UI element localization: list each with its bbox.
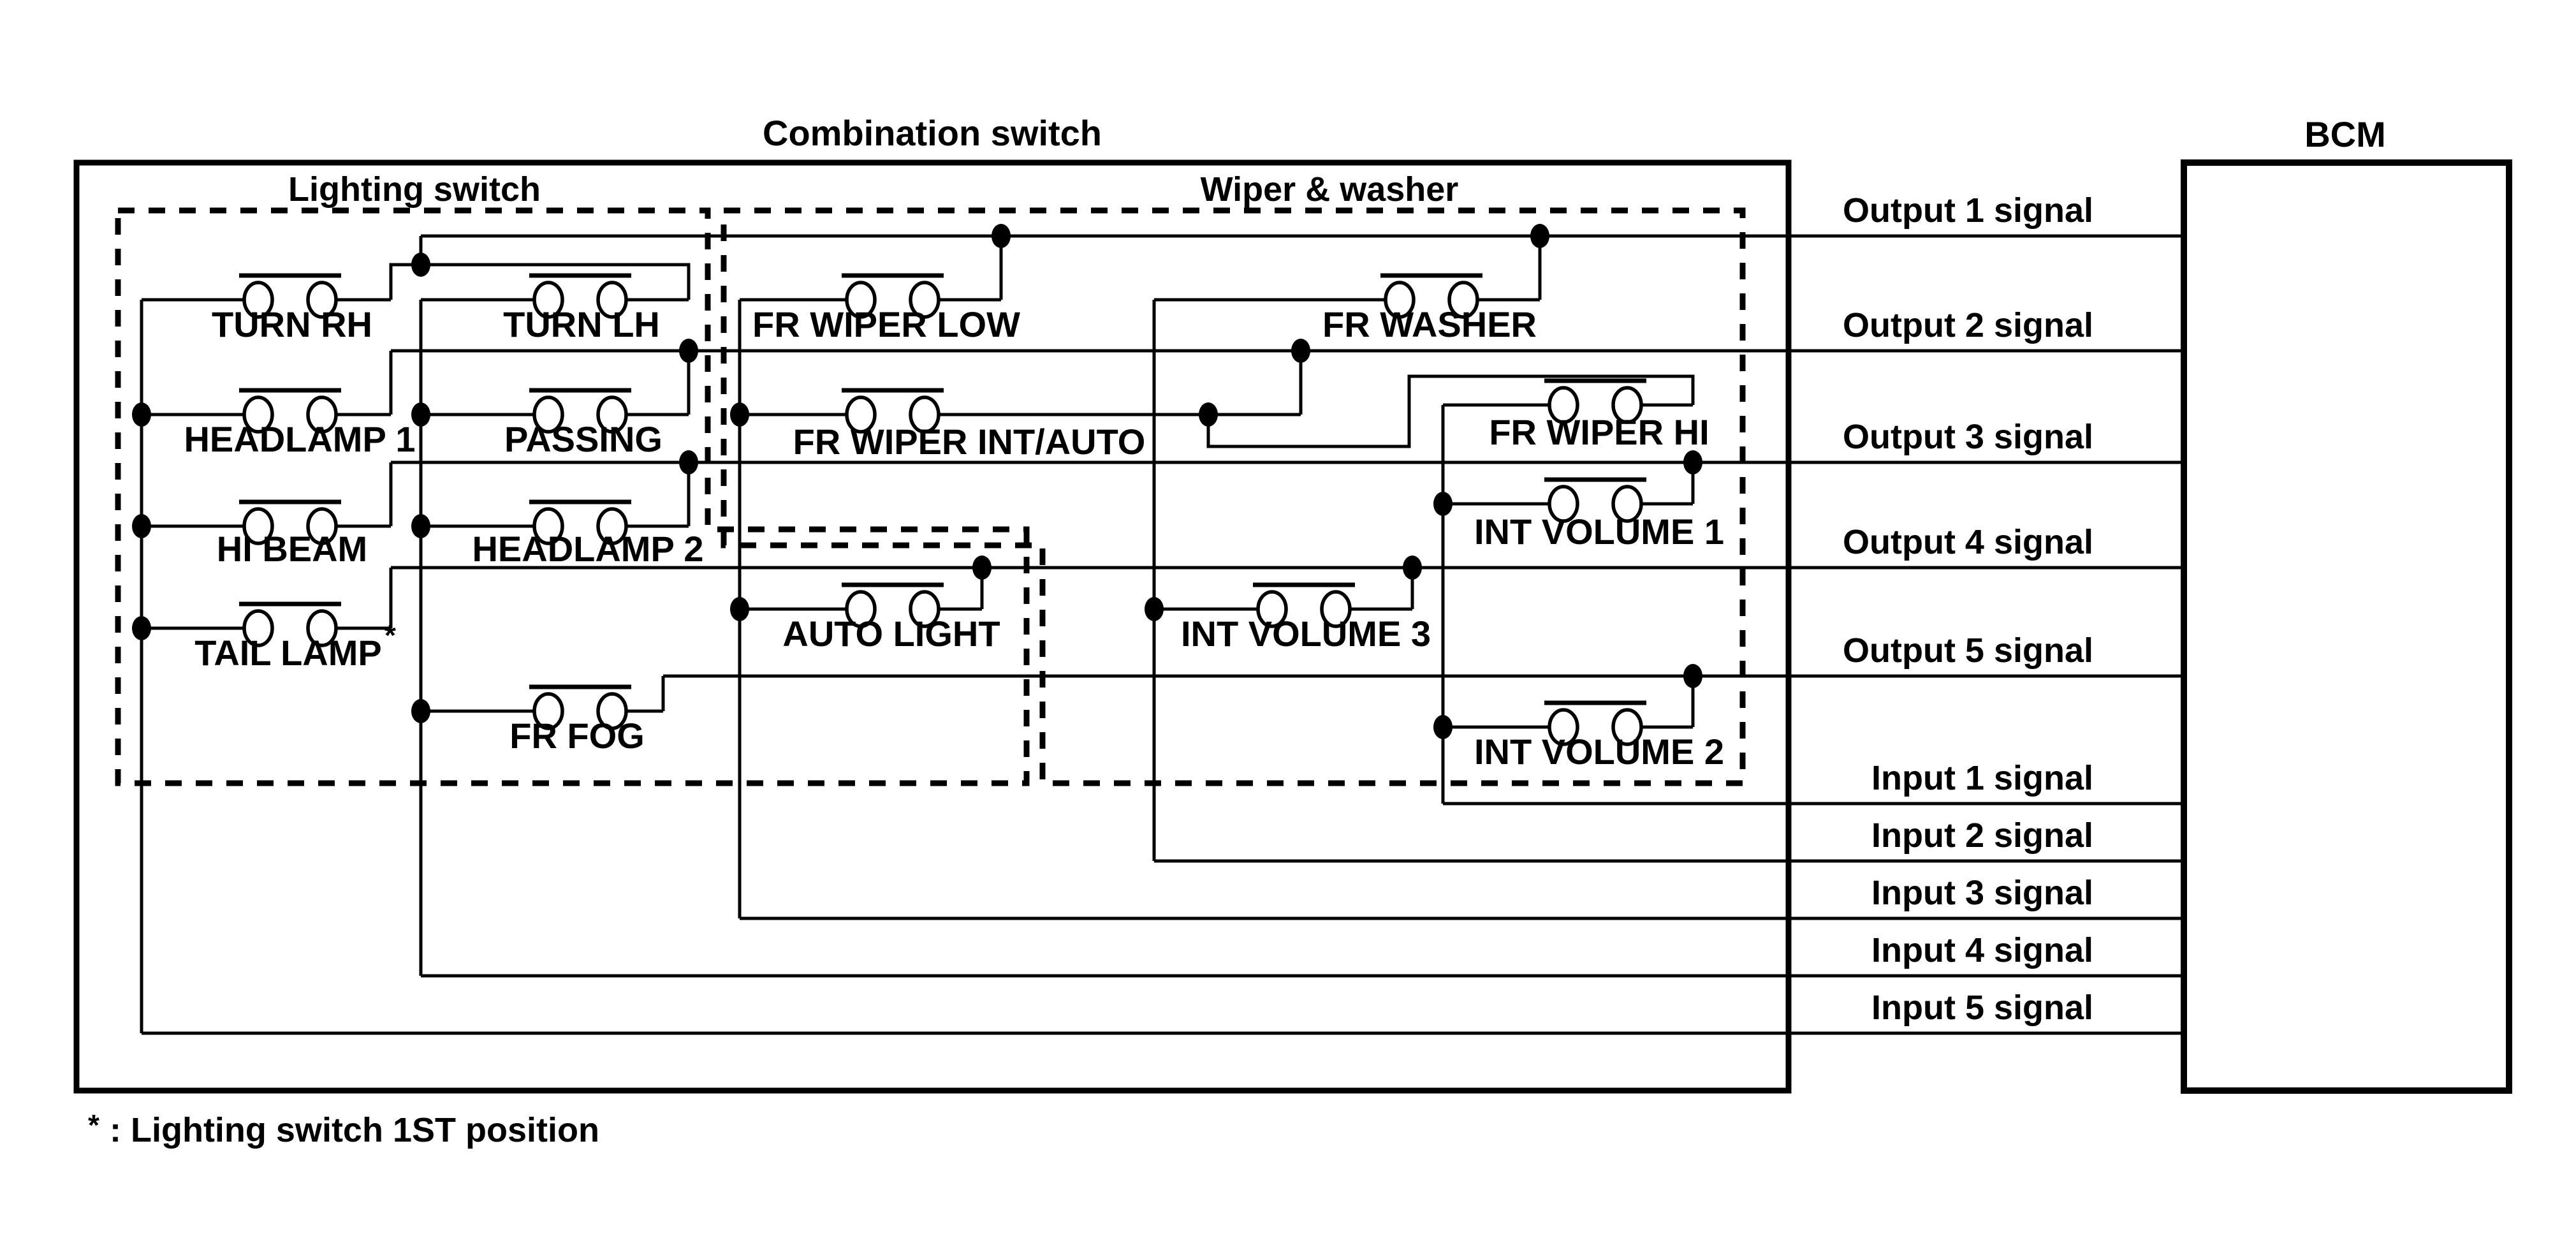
junction-dot	[132, 402, 151, 427]
wiper-washer-region-label: Wiper & washer	[1201, 170, 1459, 209]
lighting-switch-dashed-region	[115, 207, 1030, 786]
junction-dot	[1145, 597, 1164, 621]
fr-wiper-int-auto-leads	[740, 351, 1303, 416]
signal-label-output-5: Output 5 signal	[1843, 631, 2093, 670]
signal-label-input-5: Input 5 signal	[1871, 989, 2093, 1027]
junction-dot	[1433, 492, 1453, 516]
junction-dot	[1403, 555, 1422, 580]
bcm-title: BCM	[2304, 114, 2386, 154]
switch-label-passing: PASSING	[504, 419, 662, 459]
combination-switch-box	[73, 159, 1792, 1094]
junction-dot	[730, 402, 749, 427]
junction-dot	[411, 402, 430, 427]
page-title: Combination switch	[763, 113, 1102, 153]
lighting-switch-region-label: Lighting switch	[288, 170, 541, 209]
junction-dot	[992, 224, 1011, 248]
signal-label-output-4: Output 4 signal	[1843, 523, 2093, 561]
signal-label-output-2: Output 2 signal	[1843, 306, 2093, 344]
signal-label-input-4: Input 4 signal	[1871, 931, 2093, 969]
switch-label-fr-washer: FR WASHER	[1322, 304, 1537, 344]
junction-dot	[730, 597, 749, 621]
footnote-text: : Lighting switch 1ST position	[110, 1111, 599, 1149]
signal-label-output-1: Output 1 signal	[1843, 191, 2093, 230]
switch-label-fr-fog: FR FOG	[509, 716, 645, 756]
int-auto-to-wiper-hi-link	[1206, 374, 1695, 448]
signal-label-input-1: Input 1 signal	[1871, 759, 2093, 797]
junction-dot	[1683, 664, 1702, 688]
junction-dot	[679, 450, 698, 475]
switch-label-int-volume-2: INT VOLUME 2	[1474, 732, 1724, 772]
junction-dot	[1433, 715, 1453, 739]
switch-label-auto-light: AUTO LIGHT	[782, 614, 1000, 654]
switch-label-turn-lh: TURN LH	[503, 304, 660, 344]
wiper-washer-dashed-region	[721, 207, 1746, 786]
hi-beam-leads	[142, 462, 393, 528]
signal-label-output-3: Output 3 signal	[1843, 418, 2093, 456]
junction-dot	[1683, 450, 1702, 475]
signal-label-input-2: Input 2 signal	[1871, 816, 2093, 855]
tail-lamp-leads	[142, 568, 393, 630]
switch-label-fr-wiper-hi: FR WIPER HI	[1489, 412, 1709, 452]
switch-label-hi-beam: HI BEAM	[217, 529, 367, 569]
switch-label-tail-lamp: TAIL LAMP	[194, 633, 381, 673]
junction-dot	[1530, 224, 1549, 248]
tail-lamp-asterisk: *	[384, 619, 396, 652]
junction-dot	[132, 514, 151, 538]
switch-label-headlamp-1: HEADLAMP 1	[184, 419, 415, 459]
switch-label-int-volume-1: INT VOLUME 1	[1474, 511, 1724, 552]
junction-dot	[972, 555, 992, 580]
switch-label-int-volume-3: INT VOLUME 3	[1181, 614, 1431, 654]
junction-dot	[411, 253, 430, 277]
switch-label-headlamp-2: HEADLAMP 2	[472, 529, 703, 569]
junction-dots-layer	[132, 224, 1702, 739]
junction-dot	[411, 514, 430, 538]
signal-label-input-3: Input 3 signal	[1871, 874, 2093, 912]
fr-fog-leads	[421, 676, 665, 713]
junction-dot	[132, 616, 151, 640]
footnote-star: *	[88, 1108, 99, 1142]
labels-layer: Combination switch BCM Lighting switch W…	[88, 113, 2386, 1149]
junction-dot	[679, 339, 698, 363]
switch-label-fr-wiper-int-auto: FR WIPER INT/AUTO	[793, 422, 1146, 462]
switch-label-fr-wiper-low: FR WIPER LOW	[752, 304, 1020, 344]
switch-label-turn-rh: TURN RH	[212, 304, 372, 344]
junction-dot	[1199, 402, 1218, 427]
headlamp-1-leads	[142, 351, 393, 416]
junction-dot	[411, 699, 430, 723]
bcm-box	[2181, 159, 2512, 1094]
junction-dot	[1291, 339, 1310, 363]
fr-washer-leads	[1154, 236, 1542, 302]
